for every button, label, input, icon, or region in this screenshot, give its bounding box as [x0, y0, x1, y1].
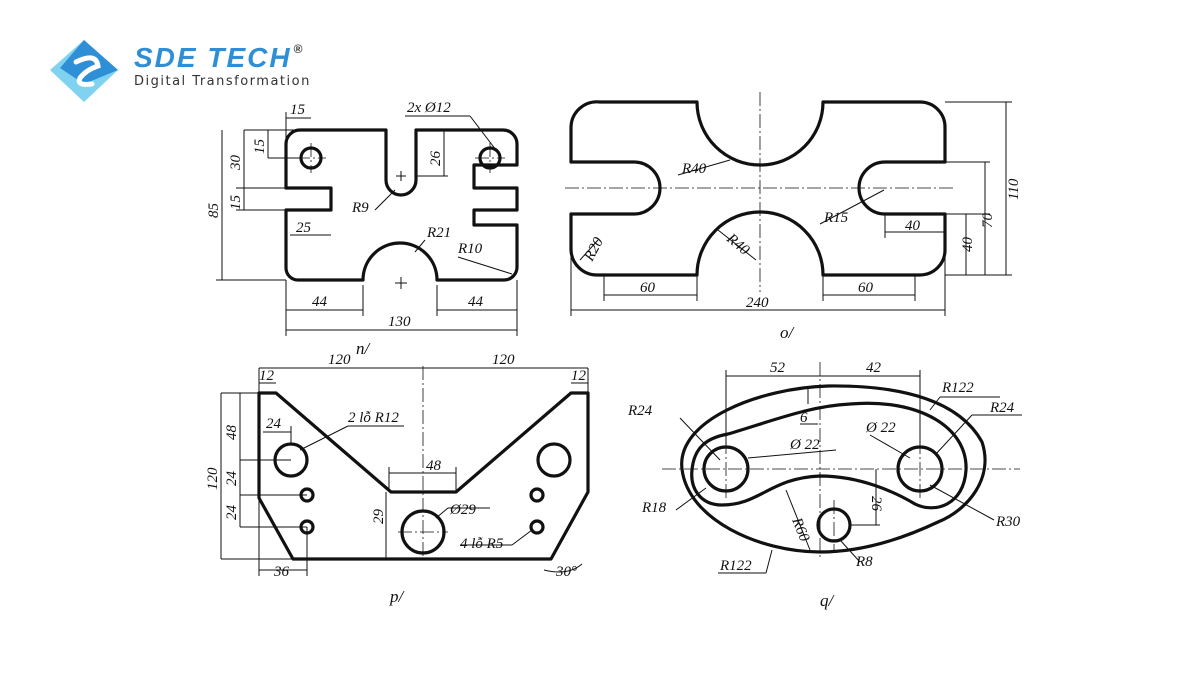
- dim-o-70: 70: [980, 213, 996, 229]
- dim-p-120-v: 120: [205, 467, 221, 490]
- dim-p-holes-r12: 2 lỗ R12: [348, 410, 399, 426]
- caption-n: n/: [356, 339, 372, 358]
- dim-o-r40-bottom: R40: [723, 230, 753, 259]
- brand-name: SDE TECH®: [134, 42, 305, 73]
- dim-q-r24-left: R24: [627, 403, 653, 419]
- dim-p-48-h: 48: [426, 458, 442, 474]
- part-o-outline: [569, 100, 947, 277]
- dim-o-40-v: 40: [960, 237, 976, 253]
- dim-o-240: 240: [746, 295, 769, 311]
- part-q-outer-outline: [680, 384, 987, 554]
- dim-p-24-mid: 24: [224, 471, 240, 487]
- dim-p-48-v: 48: [224, 425, 240, 441]
- drawing-q: 52 42 R122 R24 R24 6 Ø 22 Ø 22 26 R18 R6…: [627, 360, 1022, 610]
- dim-p-phi29: Ø29: [449, 502, 476, 518]
- dim-q-42: 42: [866, 360, 882, 376]
- dim-p-12-left: 12: [259, 368, 275, 384]
- dim-q-r60: R60: [788, 515, 812, 545]
- dim-p-24-low: 24: [224, 505, 240, 521]
- dim-q-phi22-left: Ø 22: [789, 437, 820, 453]
- dim-n-26: 26: [428, 151, 444, 167]
- dim-n-15-slot: 15: [228, 195, 244, 211]
- dim-q-r18: R18: [641, 500, 667, 516]
- dim-n-25: 25: [296, 220, 312, 236]
- part-q-inner-outline: [690, 401, 968, 510]
- dim-n-30: 30: [228, 155, 244, 172]
- dim-n-15-left: 15: [252, 139, 268, 155]
- dim-q-6: 6: [800, 410, 808, 426]
- dim-q-r122-top: R122: [941, 380, 974, 396]
- caption-p: p/: [389, 587, 406, 606]
- dim-p-120-left: 120: [328, 352, 351, 368]
- dim-n-130: 130: [388, 314, 411, 330]
- logo-diamond-icon: [50, 40, 118, 102]
- dim-q-26: 26: [868, 496, 884, 512]
- caption-o: o/: [780, 323, 796, 342]
- dim-n-44-left: 44: [312, 294, 328, 310]
- dim-n-r21: R21: [426, 225, 451, 241]
- hole-p-r5-3: [529, 487, 545, 503]
- dim-q-52: 52: [770, 360, 786, 376]
- dim-o-40-h: 40: [905, 218, 921, 234]
- hole-p-r12-right: [536, 442, 572, 478]
- dim-n-r9: R9: [351, 200, 369, 216]
- dim-p-angle: 30°: [555, 564, 577, 580]
- dim-p-29: 29: [371, 509, 387, 525]
- dim-p-holes-r5: 4 lỗ R5: [460, 536, 504, 552]
- sde-tech-logo: SDE TECH® Digital Transformation: [46, 38, 326, 108]
- dim-p-120-right: 120: [492, 352, 515, 368]
- drawing-p: 120 120 12 12 24 2 lỗ R12 48 48 120 24 2…: [205, 352, 590, 606]
- dim-o-110: 110: [1006, 178, 1022, 200]
- dim-q-r122-bottom: R122: [719, 558, 752, 574]
- dim-q-r30: R30: [995, 514, 1021, 530]
- dim-n-44-right: 44: [468, 294, 484, 310]
- registered-mark: ®: [293, 42, 305, 56]
- dim-o-r15: R15: [823, 210, 849, 226]
- dim-n-15-top: 15: [290, 102, 306, 118]
- dim-q-r24-right: R24: [989, 400, 1015, 416]
- hole-p-r5-4: [529, 519, 545, 535]
- dim-q-phi22-right: Ø 22: [865, 420, 896, 436]
- drawing-n: 15 2x Ø12 15 30 26 15 85 R9 25 R21 R10 4…: [206, 100, 519, 358]
- dim-o-60-left: 60: [640, 280, 656, 296]
- dim-p-24-top: 24: [266, 416, 282, 432]
- dim-n-holes: 2x Ø12: [407, 100, 451, 116]
- caption-q: q/: [820, 591, 836, 610]
- dim-p-36: 36: [273, 564, 290, 580]
- dim-p-12-right: 12: [571, 368, 587, 384]
- dim-o-r40-top: R40: [681, 161, 707, 177]
- brand-tagline: Digital Transformation: [134, 74, 311, 89]
- drawing-o: R40 R15 40 R20 R40 110 70 40 60 60 240 o…: [565, 92, 1022, 342]
- dim-o-r20: R20: [581, 235, 607, 265]
- dim-n-85: 85: [206, 203, 222, 219]
- dim-n-r10: R10: [457, 241, 483, 257]
- dim-q-r8: R8: [855, 554, 873, 570]
- part-n-outline: [284, 128, 519, 282]
- dim-o-60-right: 60: [858, 280, 874, 296]
